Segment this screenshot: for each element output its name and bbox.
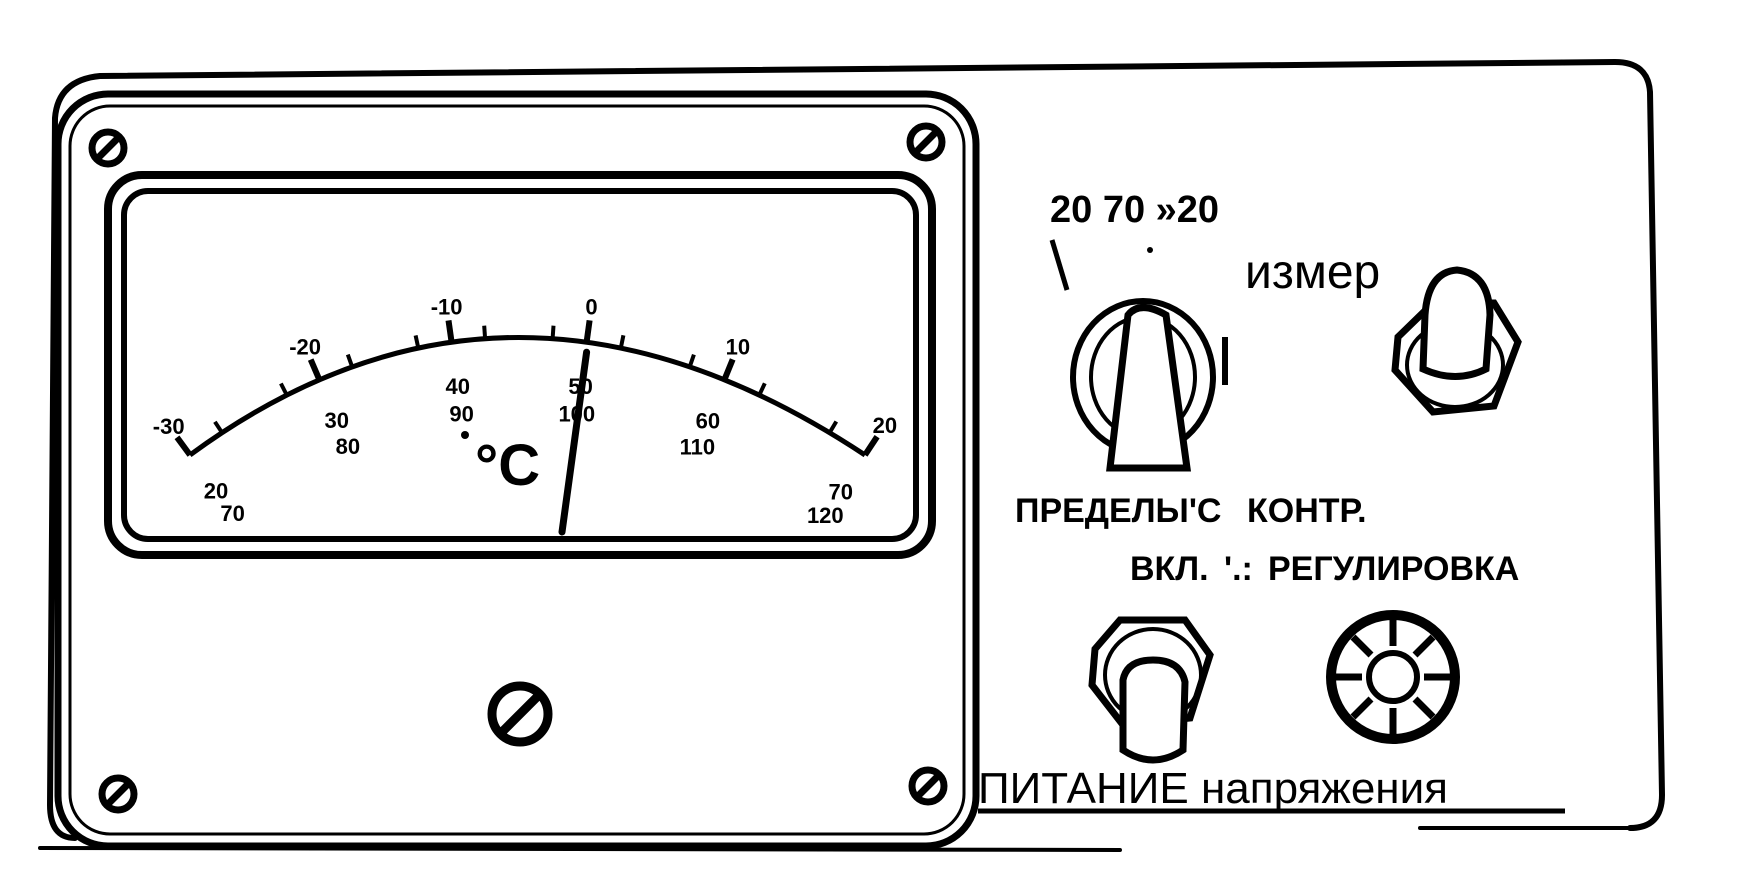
- minor-scale-tick: [279, 382, 289, 397]
- minor-scale-tick: [757, 382, 767, 396]
- scale-tick-label: 70: [220, 501, 244, 526]
- scale-tick-label: 40: [445, 374, 469, 399]
- range-selector[interactable]: 20 70 »20 ПРЕДЕЛЫ'С: [1015, 189, 1228, 530]
- minor-scale-tick: [687, 353, 696, 368]
- major-scale-tick: [445, 319, 455, 343]
- zero-adjust-screw-icon[interactable]: [487, 681, 553, 747]
- control-label: КОНТР.: [1247, 492, 1367, 530]
- minor-scale-tick: [413, 334, 421, 349]
- meter-window: [104, 171, 936, 559]
- minor-scale-tick: [213, 420, 224, 434]
- adjust-label: РЕГУЛИРОВКА: [1268, 550, 1519, 588]
- scale-tick-label: 60: [696, 409, 720, 434]
- minor-scale-tick: [550, 325, 556, 339]
- scale-arc: [188, 335, 867, 458]
- scale-tick-label: 80: [336, 434, 360, 459]
- measure-toggle[interactable]: измер КОНТР.: [1245, 246, 1522, 530]
- range-values: 20 70 »20: [1050, 189, 1219, 231]
- top-left-screw-icon: [88, 128, 128, 168]
- power-toggle-icon[interactable]: [1088, 616, 1214, 764]
- temperature-unit: °C: [475, 433, 540, 498]
- range-middle-mark: [1147, 247, 1153, 253]
- minor-scale-tick: [345, 353, 355, 368]
- scale-labels: 7020-308030-209040-101005001106010120702…: [153, 295, 897, 529]
- minor-scale-tick: [482, 325, 488, 339]
- meter-scale: 7020-308030-209040-101005001106010120702…: [153, 295, 897, 536]
- scale-tick-label: -10: [431, 295, 463, 320]
- scale-tick-label: 10: [726, 334, 750, 359]
- scale-tick-label: 120: [807, 503, 844, 528]
- unit-degree-mark: [461, 431, 469, 439]
- meter-needle: [558, 348, 591, 536]
- scale-tick-label: 110: [680, 435, 716, 460]
- minor-scale-tick: [827, 420, 839, 434]
- scale-tick-label: 20: [204, 479, 228, 504]
- range-knob-icon[interactable]: [1070, 298, 1228, 472]
- measure-label: измер: [1245, 246, 1380, 299]
- major-scale-tick: [174, 435, 193, 457]
- range-left-mark: [1049, 239, 1070, 291]
- scale-ticks: [174, 319, 880, 457]
- power-toggle[interactable]: ВКЛ. '.: ПИТАНИЕ напряжения: [978, 550, 1565, 814]
- scale-tick-label: -30: [153, 414, 185, 439]
- major-scale-tick: [862, 435, 880, 457]
- scale-tick-label: 30: [325, 408, 349, 433]
- on-label: ВКЛ.: [1130, 550, 1209, 588]
- measure-toggle-icon[interactable]: [1391, 266, 1522, 416]
- separator-mark: '.:: [1224, 550, 1253, 588]
- scale-tick-label: 70: [828, 480, 852, 505]
- meter-bezel: [54, 90, 980, 850]
- bottom-left-screw-icon: [98, 774, 138, 814]
- adjustment-knob-icon[interactable]: [1326, 610, 1460, 744]
- range-selector-label: ПРЕДЕЛЫ'С: [1015, 492, 1221, 530]
- power-label: ПИТАНИЕ напряжения: [978, 764, 1448, 813]
- major-scale-tick: [307, 358, 323, 381]
- scale-tick-label: 20: [873, 413, 897, 438]
- minor-scale-tick: [618, 334, 626, 349]
- scale-tick-label: 0: [585, 295, 597, 320]
- bottom-right-screw-icon: [908, 766, 948, 806]
- scale-tick-label: -20: [289, 335, 321, 360]
- top-right-screw-icon: [906, 122, 946, 162]
- bezel-screws: [88, 122, 948, 814]
- scale-tick-label: 90: [449, 402, 473, 427]
- major-scale-tick: [583, 319, 593, 343]
- adjustment-knob[interactable]: РЕГУЛИРОВКА: [1268, 550, 1519, 744]
- major-scale-tick: [721, 358, 736, 381]
